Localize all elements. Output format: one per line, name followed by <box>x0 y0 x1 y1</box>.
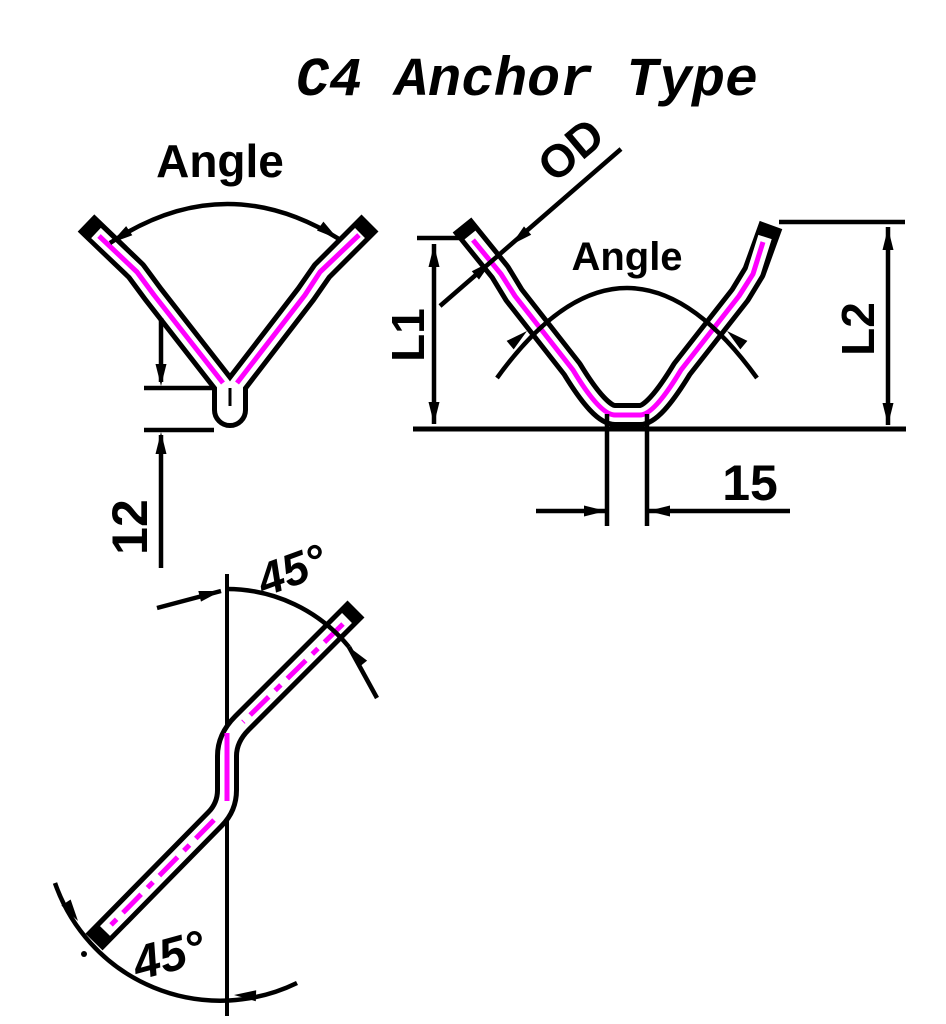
side-centerline-upper <box>241 622 345 724</box>
base-width-label: 15 <box>722 455 778 511</box>
lower-angle-label: 45° <box>126 921 212 991</box>
od-label: OD <box>528 108 614 192</box>
hook-depth-dimension: 12 <box>102 318 214 568</box>
front-angle-dimension: Angle <box>108 135 341 245</box>
upper-angle-label: 45° <box>249 533 334 606</box>
side-centerline-lower <box>106 818 216 930</box>
front-view: Angle 12 <box>77 135 379 568</box>
front-tube-bore <box>91 227 365 423</box>
stray-dot <box>81 951 87 957</box>
base-width-dimension: 15 <box>536 414 790 526</box>
lower-angle-dimension: 45° <box>52 882 298 1003</box>
front-centerline-left <box>97 234 225 385</box>
page-title: C4 Anchor Type <box>296 49 758 112</box>
l2-dimension: L2 <box>779 219 905 425</box>
l1-dimension: L1 <box>382 235 464 424</box>
side-view: 45° 45° <box>52 533 379 1016</box>
dim-angle-label: Angle <box>571 235 682 279</box>
dim-centerline <box>471 238 766 418</box>
l1-label: L1 <box>382 308 434 362</box>
dimension-view: Angle OD L1 L2 <box>382 108 906 526</box>
front-angle-label: Angle <box>156 135 284 187</box>
dim-angle-dimension: Angle <box>495 235 759 380</box>
front-centerline-right <box>235 233 361 385</box>
l2-label: L2 <box>832 302 884 356</box>
hook-depth-label: 12 <box>102 499 158 555</box>
